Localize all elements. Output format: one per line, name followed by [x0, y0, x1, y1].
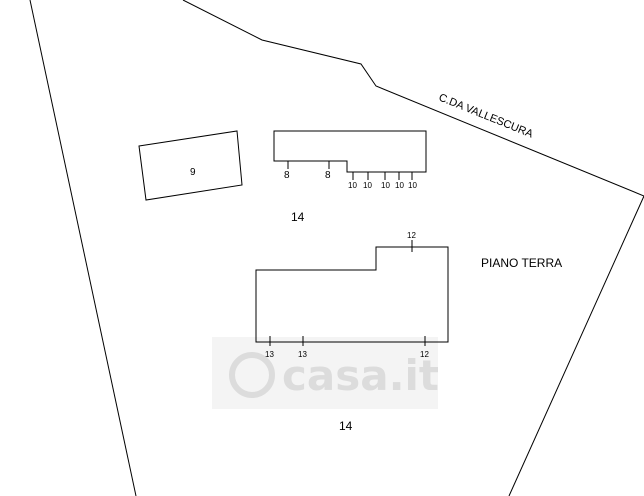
small-building-number: 9	[190, 167, 196, 178]
upper-plot-number: 14	[291, 210, 305, 224]
tick-label: 10	[381, 181, 390, 190]
tick-label: 13	[298, 350, 307, 359]
road-boundary-line	[182, 0, 644, 197]
floor-label: PIANO TERRA	[481, 256, 562, 270]
upper-building-ticks	[287, 161, 413, 180]
tick-label: 12	[420, 350, 429, 359]
lower-building	[255, 246, 449, 343]
watermark-text: casa.it	[282, 351, 439, 400]
tick-label: 12	[407, 231, 416, 240]
tick-label: 10	[348, 181, 357, 190]
watermark-logo-icon	[229, 352, 275, 398]
lower-building-ticks	[269, 240, 426, 346]
tick-label: 10	[395, 181, 404, 190]
lower-plot-number: 14	[339, 419, 353, 433]
tick-label: 13	[265, 350, 274, 359]
watermark: casa.it	[212, 337, 439, 409]
road-label: C.DA VALLESCURA	[437, 92, 535, 141]
tick-label: 8	[284, 170, 290, 181]
upper-building	[273, 130, 427, 173]
tick-label: 8	[325, 170, 331, 181]
tick-label: 10	[363, 181, 372, 190]
small-building	[138, 130, 243, 201]
tick-label: 10	[408, 181, 417, 190]
left-boundary-line	[29, 0, 137, 496]
right-boundary-line	[508, 195, 644, 496]
